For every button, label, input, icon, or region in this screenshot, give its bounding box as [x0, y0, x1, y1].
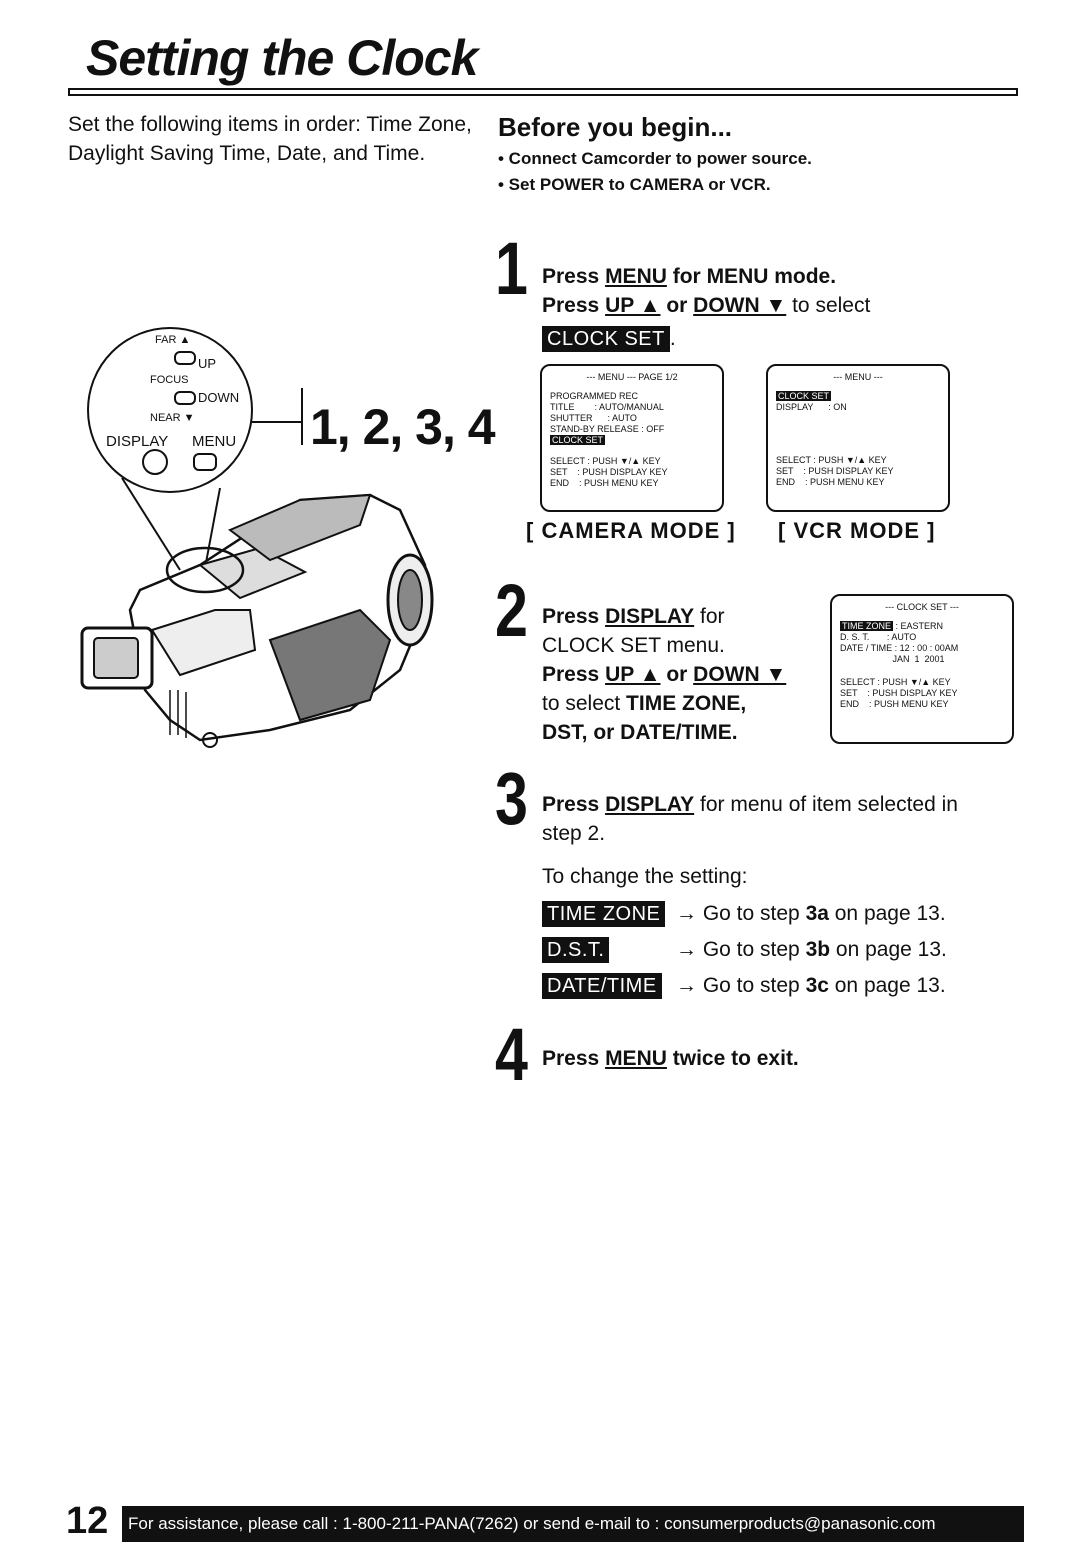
- lcd-vcr-menu: --- MENU --- CLOCK SET DISPLAY : ON SELE…: [766, 364, 950, 512]
- illustration-step-label: 1, 2, 3, 4: [310, 399, 496, 455]
- lcd-header: --- MENU ---: [833, 372, 883, 382]
- display-button-label: DISPLAY: [106, 433, 169, 450]
- badge-period: .: [669, 327, 676, 350]
- lcd-header: --- MENU --- PAGE 1/2: [586, 372, 678, 382]
- focus-label: FOCUS: [150, 374, 189, 386]
- option-tail: on page 13.: [830, 938, 947, 961]
- date-time-badge: DATE/TIME: [542, 973, 662, 999]
- option-arrow: → Go to step: [676, 974, 806, 997]
- lcd-selected: CLOCK SET: [550, 435, 606, 445]
- step-3-option: DATE/TIME → Go to step 3c on page 13.: [542, 971, 1022, 1001]
- lcd-footer-row: SELECT : PUSH ▼/▲ KEY: [840, 677, 951, 687]
- step-2-line1-b: for: [694, 605, 725, 628]
- step-4-number: 4: [495, 1013, 528, 1096]
- page-title: Setting the Clock: [86, 30, 478, 86]
- step-1-line2-mid: or: [660, 294, 694, 317]
- menu-key: MENU: [605, 1047, 667, 1070]
- lcd-header: --- CLOCK SET ---: [885, 602, 959, 612]
- display-key: DISPLAY: [605, 605, 695, 628]
- lcd-row: TITLE : AUTO/MANUAL: [550, 402, 664, 412]
- step-2-text: Press DISPLAY for CLOCK SET menu. Press …: [542, 602, 832, 747]
- step-3-line1-b: for menu of item selected in: [694, 793, 958, 816]
- up-key: UP ▲: [605, 663, 661, 686]
- down-key: DOWN ▼: [693, 663, 787, 686]
- near-label: NEAR ▼: [150, 412, 195, 424]
- menu-button-label: MENU: [192, 433, 237, 450]
- before-list: • Connect Camcorder to power source. • S…: [498, 146, 812, 198]
- lcd-row1-tail: : EASTERN: [893, 621, 944, 631]
- step-4-text: Press MENU twice to exit.: [542, 1044, 799, 1073]
- camera-mode-label: [ CAMERA MODE ]: [526, 518, 736, 543]
- step-2-line3-mid: or: [660, 663, 694, 686]
- step-2-number: 2: [495, 569, 528, 652]
- step-1-text-a: Press: [542, 265, 606, 288]
- page-number: 12: [66, 1500, 109, 1542]
- option-step: 3a: [805, 902, 829, 925]
- lcd-camera-menu: --- MENU --- PAGE 1/2 PROGRAMMED REC TIT…: [540, 364, 724, 512]
- step-3-line2: step 2.: [542, 822, 606, 845]
- lcd-footer-row: SELECT : PUSH ▼/▲ KEY: [776, 455, 887, 465]
- before-item: • Connect Camcorder to power source.: [498, 149, 812, 168]
- lcd-footer-row: SET : PUSH DISPLAY KEY: [550, 467, 668, 477]
- clock-set-badge: CLOCK SET: [542, 326, 670, 352]
- option-tail: on page 13.: [828, 902, 946, 925]
- lcd-row: DATE / TIME : 12 : 00 : 00AM: [840, 643, 959, 653]
- intro-text: Set the following items in order: Time Z…: [68, 113, 472, 165]
- step-4-a: Press: [542, 1047, 606, 1070]
- vcr-mode-label: [ VCR MODE ]: [778, 518, 936, 543]
- step-2-line1-a: Press: [542, 605, 606, 628]
- before-heading: Before you begin...: [498, 112, 733, 142]
- dst-badge: D.S.T.: [542, 937, 610, 963]
- lcd-row: PROGRAMMED REC: [550, 391, 639, 401]
- lcd-footer-row: END : PUSH MENU KEY: [550, 478, 659, 488]
- step-1-line2-b: to select: [786, 294, 871, 317]
- step-1-line2-a: Press: [542, 294, 606, 317]
- up-key: UP ▲: [605, 294, 661, 317]
- step-3-option: TIME ZONE → Go to step 3a on page 13.: [542, 899, 1022, 929]
- option-arrow: → Go to step: [676, 938, 806, 961]
- lcd-footer-row: END : PUSH MENU KEY: [840, 699, 949, 709]
- lcd-clock-set: --- CLOCK SET --- TIME ZONE : EASTERN D.…: [830, 594, 1014, 744]
- step-3-option: D.S.T. → Go to step 3b on page 13.: [542, 935, 1022, 965]
- far-label: FAR ▲: [155, 334, 191, 346]
- step-2-line3-a: Press: [542, 663, 606, 686]
- option-tail: on page 13.: [828, 974, 946, 997]
- time-zone-badge: TIME ZONE: [542, 901, 666, 927]
- step-1-text-b: for MENU mode.: [666, 265, 837, 288]
- lcd-footer-row: SET : PUSH DISPLAY KEY: [840, 688, 958, 698]
- step-4-b: twice to exit.: [666, 1047, 799, 1070]
- down-label: DOWN: [198, 390, 240, 405]
- step-3-line1-a: Press: [542, 793, 606, 816]
- option-arrow: → Go to step: [676, 902, 806, 925]
- lcd-selected: CLOCK SET: [776, 391, 832, 401]
- step-2-line5: DST, or DATE/TIME.: [542, 721, 738, 744]
- lcd-footer-row: SELECT : PUSH ▼/▲ KEY: [550, 456, 661, 466]
- lcd-row: SHUTTER : AUTO: [550, 413, 637, 423]
- step-3-number: 3: [495, 757, 528, 840]
- lcd-footer-row: SET : PUSH DISPLAY KEY: [776, 466, 894, 476]
- option-step: 3c: [805, 974, 829, 997]
- lcd-row: JAN 1 2001: [840, 654, 945, 664]
- title-rule: [68, 88, 1018, 96]
- assistance-bar: For assistance, please call : 1-800-211-…: [122, 1506, 1024, 1542]
- step-1-number: 1: [495, 227, 528, 310]
- step-3-change: To change the setting:: [542, 865, 748, 888]
- step-1-text: Press MENU for MENU mode. Press UP ▲ or …: [542, 262, 870, 353]
- step-3-text: Press DISPLAY for menu of item selected …: [542, 790, 1022, 1001]
- option-step: 3b: [805, 938, 831, 961]
- lcd-footer-row: END : PUSH MENU KEY: [776, 477, 885, 487]
- step-2-line4-b: TIME ZONE,: [626, 692, 747, 715]
- lcd-row: D. S. T. : AUTO: [840, 632, 917, 642]
- lcd-selected: TIME ZONE: [840, 621, 893, 631]
- before-item: • Set POWER to CAMERA or VCR.: [498, 175, 771, 194]
- camcorder-illustration: [80, 327, 434, 748]
- step-2-line4-a: to select: [542, 692, 627, 715]
- display-key: DISPLAY: [605, 793, 695, 816]
- lcd-row: DISPLAY : ON: [776, 402, 847, 412]
- lcd-row: STAND-BY RELEASE : OFF: [550, 424, 665, 434]
- step-2-line2: CLOCK SET menu.: [542, 634, 725, 657]
- down-key: DOWN ▼: [693, 294, 787, 317]
- menu-key: MENU: [605, 265, 667, 288]
- up-label: UP: [198, 356, 217, 371]
